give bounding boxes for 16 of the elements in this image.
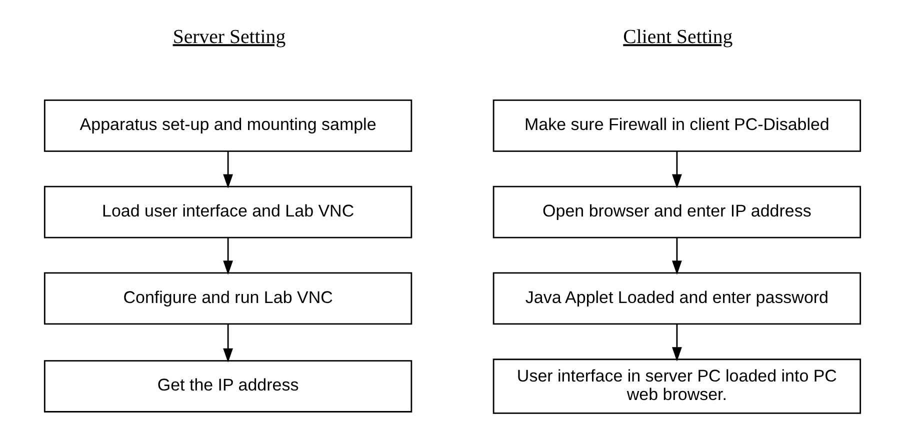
label: Client Setting bbox=[622, 26, 732, 48]
node-box: Java Applet Loaded and enter password bbox=[492, 272, 861, 325]
label: Server Setting bbox=[172, 26, 286, 48]
node-box: Get the IP address bbox=[43, 360, 412, 412]
node-box: Configure and run Lab VNC bbox=[43, 272, 412, 325]
arrow bbox=[222, 238, 233, 275]
arrow bbox=[222, 151, 233, 188]
node-box: Open browser and enter IP address bbox=[492, 186, 861, 238]
node-box: Load user interface and Lab VNC bbox=[43, 186, 412, 238]
node-box: Apparatus set-up and mounting sample bbox=[43, 100, 412, 152]
arrow bbox=[671, 238, 682, 275]
node-box: Make sure Firewall in client PC-Disabled bbox=[492, 100, 861, 152]
arrow bbox=[671, 324, 682, 362]
node-box: User interface in server PC loaded into PC web browser. bbox=[492, 358, 861, 414]
arrow bbox=[671, 151, 682, 188]
arrow bbox=[222, 324, 233, 363]
